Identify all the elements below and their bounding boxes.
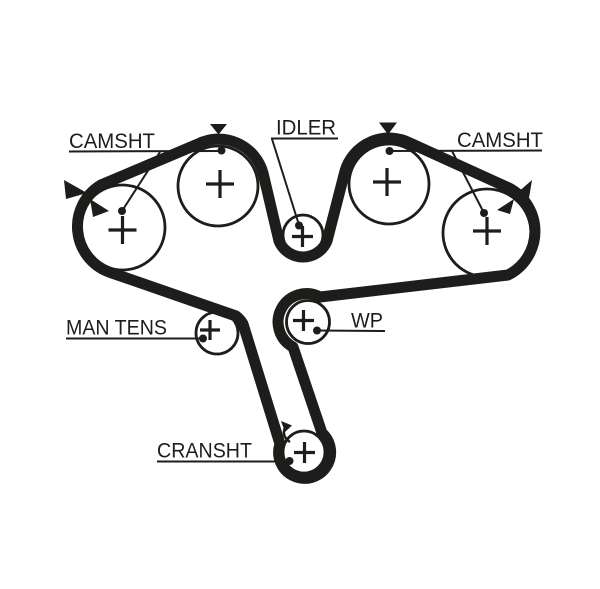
timing-mark-triangle-top-left xyxy=(210,124,227,135)
leader-dot-idler xyxy=(295,221,303,230)
label-crankshaft: CRANSHT xyxy=(157,439,252,463)
leader-dot-camshaft-inner-right xyxy=(385,147,394,155)
timing-mark-triangle-right-outer xyxy=(516,180,532,198)
timing-belt xyxy=(72,132,541,484)
camshaft-pulley-inner-left xyxy=(176,144,260,228)
leader-dot-camshaft-outer-right xyxy=(480,209,488,217)
label-camshaft-right: CAMSHT xyxy=(457,128,543,152)
leader-camshaft-left-underline xyxy=(68,150,222,153)
timing-mark-triangle-top-right xyxy=(379,122,397,135)
center-cross-idler xyxy=(292,226,313,247)
leader-camshaft-right-diagonal xyxy=(451,150,485,214)
leader-dot-water-pump xyxy=(313,326,321,335)
timing-mark-triangle-left-outer xyxy=(64,180,87,199)
leader-dot-camshaft-inner-left xyxy=(217,146,226,155)
leader-dot-tensioner xyxy=(199,334,207,343)
label-camshaft-left: CAMSHT xyxy=(69,129,155,153)
crank-rotation-arrow xyxy=(281,421,292,444)
center-cross-tensioner xyxy=(200,320,220,340)
leader-idler-diagonal xyxy=(271,138,300,226)
leader-camshaft-right-underline xyxy=(389,149,543,152)
leader-dot-crankshaft xyxy=(285,457,294,465)
crank-rotation-arrow-head xyxy=(281,421,292,432)
timing-mark-triangle-right-inner xyxy=(497,199,514,214)
center-cross-camshaft-outer-left xyxy=(108,216,137,244)
leader-water-pump-line xyxy=(316,329,386,332)
label-idler: IDLER xyxy=(276,116,336,140)
label-water-pump: WP xyxy=(351,309,383,333)
center-cross-crankshaft xyxy=(294,442,315,463)
center-cross-water-pump xyxy=(293,310,314,331)
center-cross-camshaft-inner-right xyxy=(373,168,401,196)
label-man-tens: MAN TENS xyxy=(66,316,167,340)
camshaft-pulley-inner-right xyxy=(347,142,431,226)
timing-mark-triangle-left-inner xyxy=(90,199,109,217)
leader-camshaft-left-diagonal xyxy=(121,151,161,212)
center-cross-camshaft-outer-right xyxy=(473,217,501,245)
leader-dot-camshaft-outer-left xyxy=(118,207,126,215)
center-cross-camshaft-inner-left xyxy=(206,170,234,198)
crank-rotation-arrow-tail xyxy=(282,428,291,444)
